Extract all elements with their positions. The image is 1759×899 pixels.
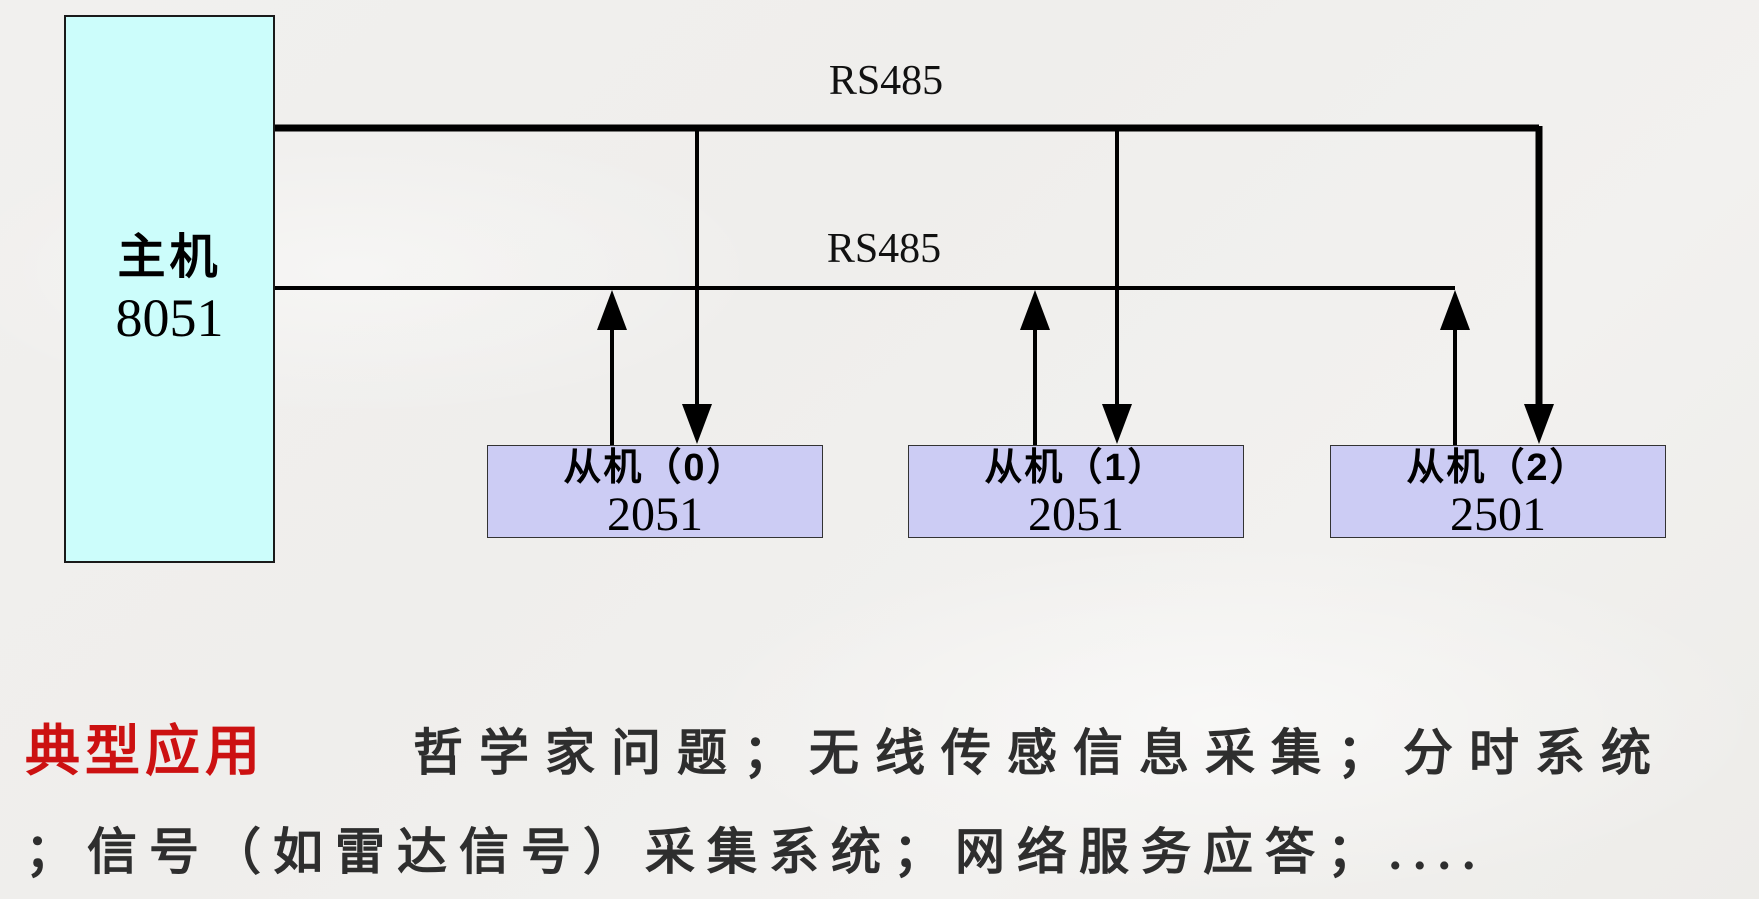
master-chip-label: 8051 bbox=[115, 288, 224, 348]
slave-1-name-label: 从机（1） bbox=[984, 446, 1168, 489]
slave-box-2: 从机（2） 2501 bbox=[1330, 445, 1666, 538]
slave-0-name-label: 从机（0） bbox=[563, 446, 747, 489]
slave-box-0: 从机（0） 2051 bbox=[487, 445, 823, 538]
slave-box-1: 从机（1） 2051 bbox=[908, 445, 1244, 538]
down-arrowhead-slave2 bbox=[1524, 404, 1554, 444]
master-box: 主机 8051 bbox=[64, 15, 275, 563]
up-arrowhead-slave1 bbox=[1020, 290, 1050, 330]
rs485-bus-top-line bbox=[275, 124, 1543, 408]
rs485-top-label: RS485 bbox=[828, 58, 944, 104]
slave-1-chip-label: 2051 bbox=[1028, 487, 1124, 541]
slave-2-name-label: 从机（2） bbox=[1406, 446, 1590, 489]
down-arrowhead-slave0 bbox=[682, 404, 712, 444]
master-name-label: 主机 bbox=[117, 231, 222, 284]
up-arrowhead-slave0 bbox=[597, 290, 627, 330]
caption-line-1: 典型应用 哲学家问题；无线传感信息采集；分时系统 bbox=[25, 712, 1667, 793]
rs485-bottom-label: RS485 bbox=[826, 226, 942, 272]
caption-line-1-text: 哲学家问题；无线传感信息采集；分时系统 bbox=[413, 725, 1668, 781]
caption-line-2-text: ；信号（如雷达信号）采集系统；网络服务应答；.... bbox=[25, 824, 1487, 880]
up-arrowhead-slave2 bbox=[1440, 290, 1470, 330]
slave-0-chip-label: 2051 bbox=[607, 487, 703, 541]
down-arrowhead-slave1 bbox=[1102, 404, 1132, 444]
slave-2-chip-label: 2501 bbox=[1450, 487, 1546, 541]
caption-heading: 典型应用 bbox=[25, 721, 266, 782]
